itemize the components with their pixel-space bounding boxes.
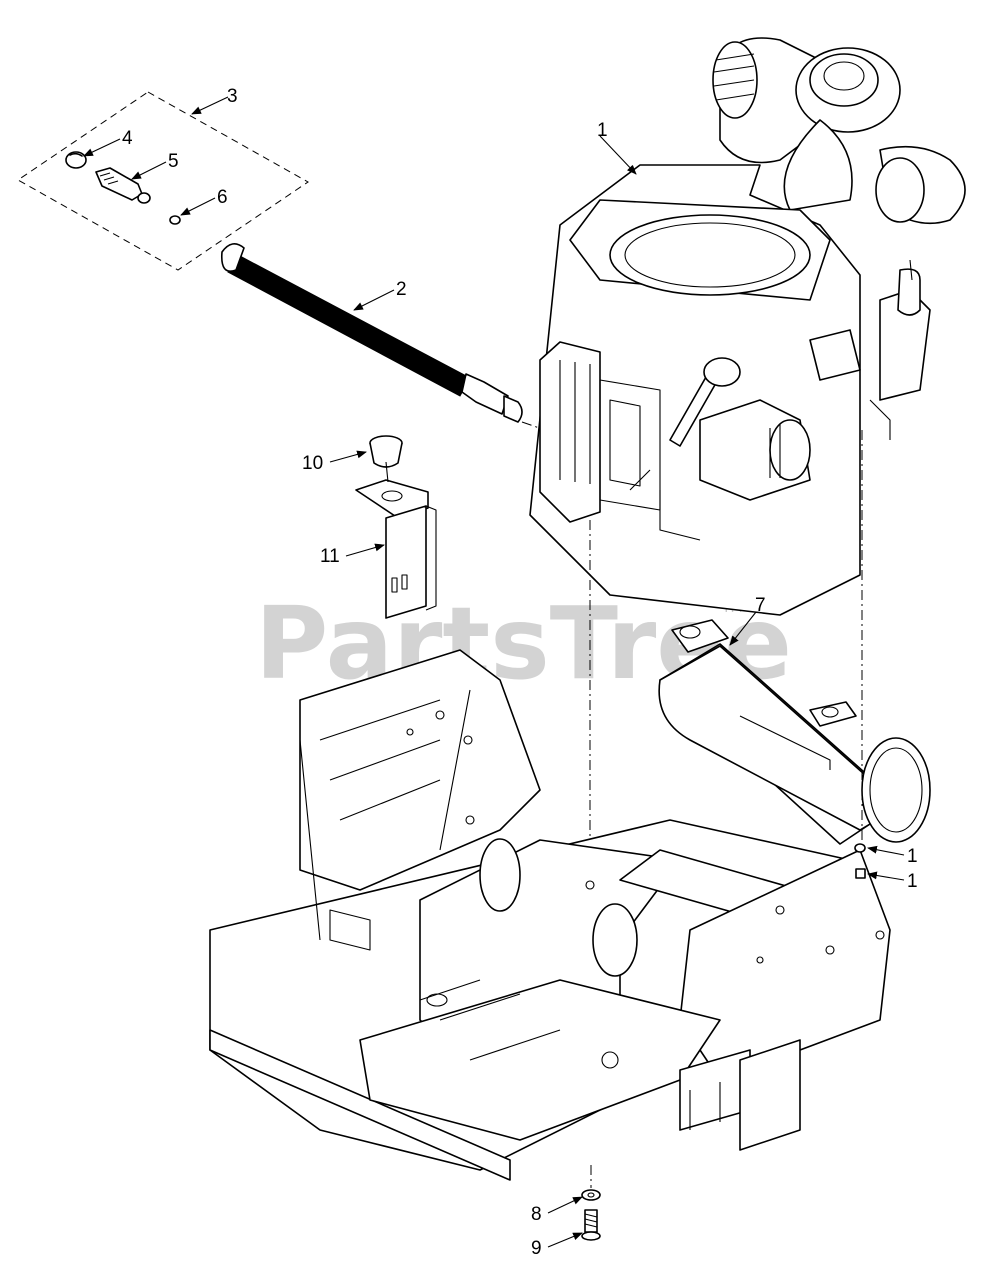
mower-frame	[209, 649, 891, 1181]
part-1-engine	[529, 37, 966, 616]
kit-boundary-box	[17, 91, 309, 271]
part-8-washer	[581, 1189, 601, 1201]
callout-1-nut-b: 1	[907, 871, 918, 892]
part-11-bracket	[355, 461, 437, 619]
callout-10: 10	[302, 453, 323, 474]
callout-5: 5	[168, 151, 179, 172]
part-4-cap	[65, 151, 87, 169]
callout-1-engine: 1	[597, 120, 608, 141]
part-7-muffler	[658, 619, 931, 845]
callout-8: 8	[531, 1204, 542, 1225]
part-9-bolt	[581, 1209, 601, 1241]
callout-4: 4	[122, 128, 133, 149]
callout-7: 7	[755, 595, 766, 616]
callout-11: 11	[320, 546, 340, 567]
callout-3: 3	[227, 86, 238, 107]
callout-6: 6	[217, 187, 228, 208]
engine-mount-nut-a	[854, 843, 866, 853]
part-5-fitting	[95, 167, 151, 204]
part-6-clip	[169, 215, 181, 225]
callout-9: 9	[531, 1238, 542, 1259]
callout-arrows	[83, 96, 905, 1248]
engine-mount-nut-b	[855, 868, 866, 879]
part-2-hose	[220, 243, 581, 443]
callout-labels: 3 4 5 6 1 2 10 11 7 1 1 8 9	[122, 86, 918, 1259]
callout-2: 2	[396, 279, 407, 300]
callout-1-nut-a: 1	[907, 846, 918, 867]
